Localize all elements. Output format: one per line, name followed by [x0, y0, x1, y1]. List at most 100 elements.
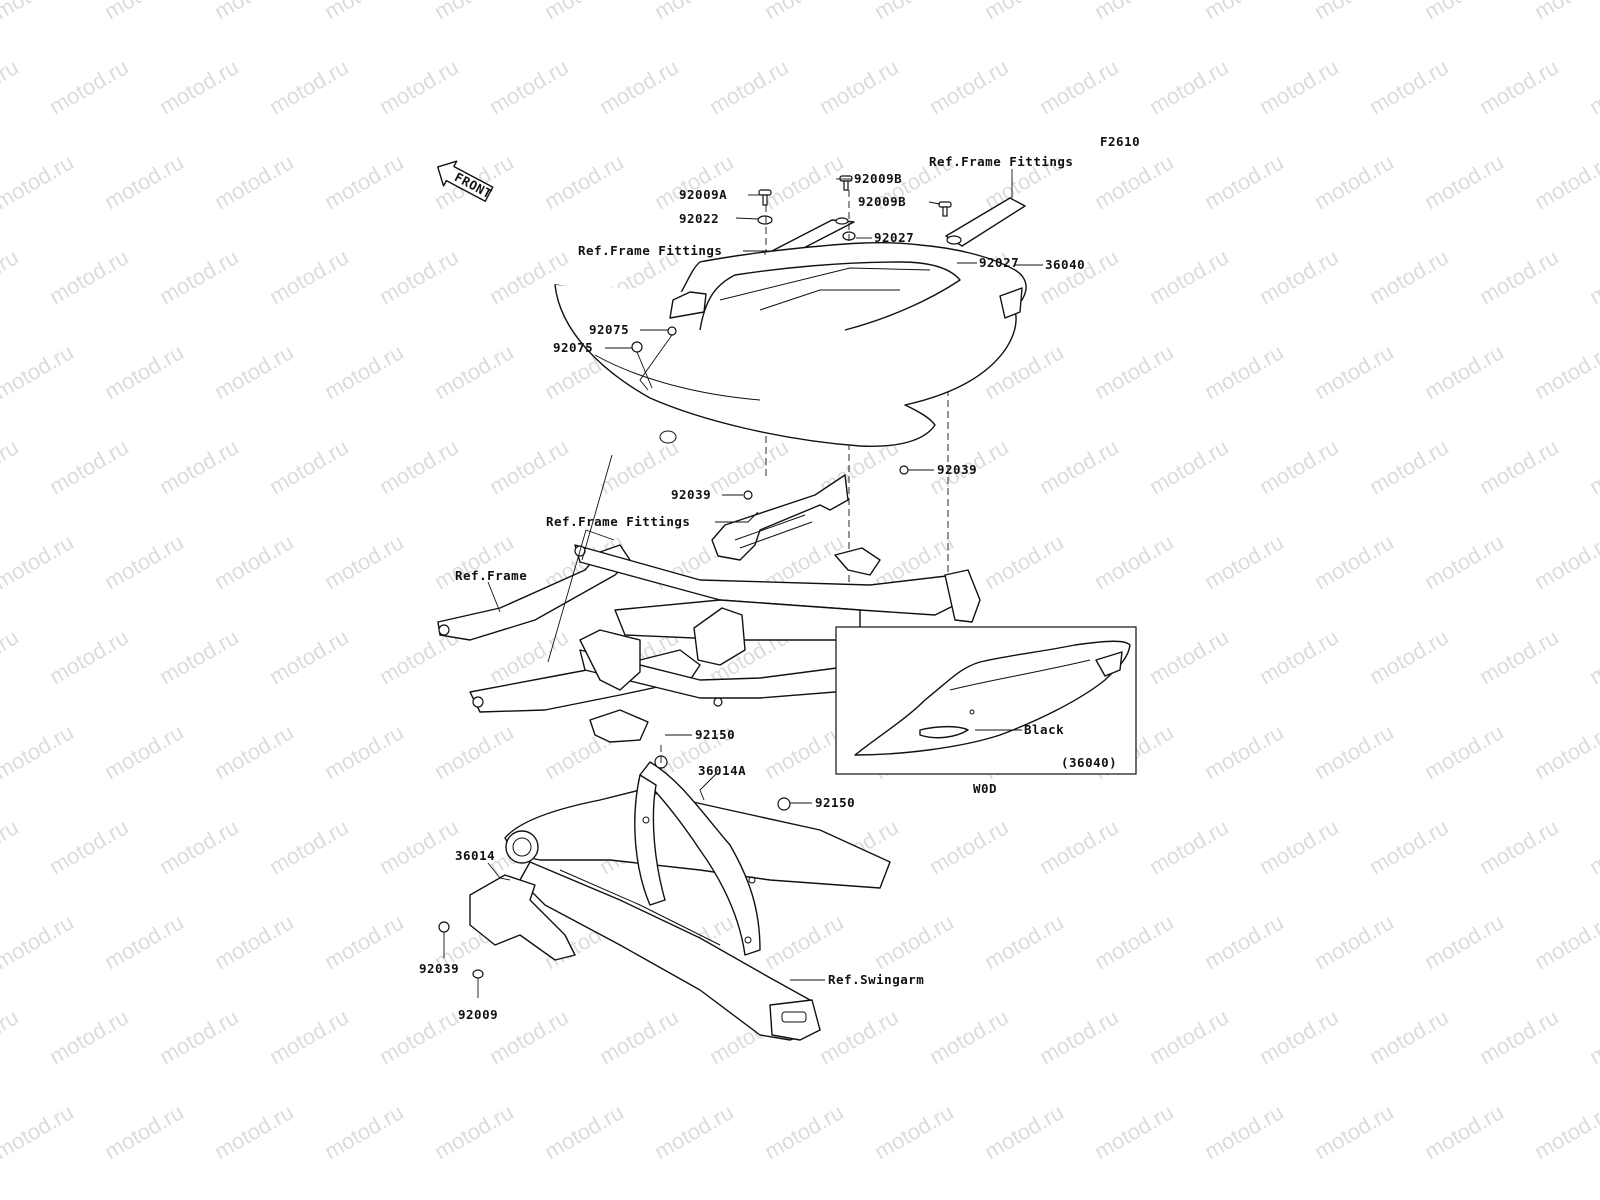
watermark-text: motod.ru — [540, 0, 628, 24]
watermark-text: motod.ru — [980, 0, 1068, 24]
watermark-text: motod.ru — [1090, 1099, 1178, 1164]
watermark-text: motod.ru — [0, 434, 23, 499]
watermark-text: motod.ru — [155, 1004, 243, 1069]
watermark-text: motod.ru — [760, 909, 848, 974]
watermark-text: motod.ru — [210, 149, 298, 214]
label-ref-frame-fittings-top: Ref.Frame Fittings — [929, 154, 1073, 169]
watermark-text: motod.ru — [1090, 0, 1178, 24]
watermark-text: motod.ru — [1475, 244, 1563, 309]
watermark-text: motod.ru — [1475, 814, 1563, 879]
watermark-text: motod.ru — [595, 434, 683, 499]
watermark-text: motod.ru — [1035, 244, 1123, 309]
watermark-text: motod.ru — [1475, 54, 1563, 119]
bolt-92150-2-icon — [777, 797, 791, 811]
watermark-text: motod.ru — [320, 149, 408, 214]
watermark-text: motod.ru — [320, 0, 408, 24]
watermark-text: motod.ru — [595, 54, 683, 119]
watermark-text: motod.ru — [1530, 0, 1600, 24]
watermark-text: motod.ru — [1145, 624, 1233, 689]
watermark-text: motod.ru — [1420, 1099, 1508, 1164]
watermark-text: motod.ru — [100, 719, 188, 784]
watermark-text: motod.ru — [760, 719, 848, 784]
grommet-92075-1-icon — [667, 326, 677, 336]
label-92039-lower: 92039 — [419, 961, 459, 976]
watermark-text: motod.ru — [1200, 149, 1288, 214]
watermark-text: motod.ru — [0, 1004, 23, 1069]
watermark-text: motod.ru — [265, 54, 353, 119]
chain-guard-36014 — [438, 874, 576, 979]
watermark-text: motod.ru — [1585, 814, 1600, 879]
watermark-text: motod.ru — [0, 814, 23, 879]
watermark-text: motod.ru — [540, 149, 628, 214]
watermark-text: motod.ru — [265, 1004, 353, 1069]
label-ref-swingarm: Ref.Swingarm — [828, 972, 924, 987]
watermark-text: motod.ru — [320, 339, 408, 404]
watermark-text: motod.ru — [925, 54, 1013, 119]
watermark-text: motod.ru — [210, 1099, 298, 1164]
watermark-text: motod.ru — [265, 244, 353, 309]
watermark-text: motod.ru — [155, 624, 243, 689]
bolt-92009B-right-icon — [938, 201, 952, 217]
watermark-text: motod.ru — [925, 1004, 1013, 1069]
watermark-text: motod.ru — [210, 339, 298, 404]
label-92150-upper: 92150 — [695, 727, 735, 742]
watermark-text: motod.ru — [1255, 1004, 1343, 1069]
watermark-text: motod.ru — [430, 529, 518, 594]
watermark-text: motod.ru — [1585, 434, 1600, 499]
watermark-text: motod.ru — [1530, 909, 1600, 974]
watermark-text: motod.ru — [1475, 624, 1563, 689]
watermark-text: motod.ru — [1420, 529, 1508, 594]
watermark-text: motod.ru — [1530, 1099, 1600, 1164]
watermark-text: motod.ru — [1365, 244, 1453, 309]
label-ref-frame-fittings-mid: Ref.Frame Fittings — [546, 514, 690, 529]
watermark-text: motod.ru — [815, 1004, 903, 1069]
watermark-text: motod.ru — [1145, 434, 1233, 499]
watermark-text: motod.ru — [0, 339, 78, 404]
watermark-text: motod.ru — [1255, 814, 1343, 879]
watermark-text: motod.ru — [100, 0, 188, 24]
chain-cover-36014A — [634, 745, 791, 956]
watermark-text: motod.ru — [485, 1004, 573, 1069]
watermark-text: motod.ru — [1145, 1004, 1233, 1069]
watermark-text: motod.ru — [0, 54, 23, 119]
label-ref-frame: Ref.Frame — [455, 568, 527, 583]
seat-bracket — [711, 465, 909, 561]
label-92027-right: 92027 — [979, 255, 1019, 270]
watermark-text: motod.ru — [1200, 719, 1288, 784]
watermark-text: motod.ru — [1200, 909, 1288, 974]
watermark-text: motod.ru — [1310, 909, 1398, 974]
watermark-text: motod.ru — [1200, 339, 1288, 404]
watermark-text: motod.ru — [1145, 54, 1233, 119]
watermark-text: motod.ru — [265, 624, 353, 689]
bolt-92009A-icon — [758, 189, 772, 206]
watermark-text: motod.ru — [1585, 244, 1600, 309]
leader-lines — [443, 169, 1043, 998]
watermark-text: motod.ru — [1365, 814, 1453, 879]
watermark-text: motod.ru — [485, 434, 573, 499]
watermark-text: motod.ru — [155, 814, 243, 879]
bolt-92039-right-icon — [899, 465, 909, 475]
label-36014A: 36014A — [698, 763, 746, 778]
watermark-text: motod.ru — [980, 909, 1068, 974]
label-92039-right: 92039 — [937, 462, 977, 477]
watermark-text: motod.ru — [1145, 244, 1233, 309]
watermark-text: motod.ru — [1090, 909, 1178, 974]
watermark-text: motod.ru — [430, 0, 518, 24]
watermark-text: motod.ru — [375, 1004, 463, 1069]
watermark-text: motod.ru — [705, 54, 793, 119]
label-92009B-right: 92009B — [858, 194, 906, 209]
watermark-text: motod.ru — [980, 529, 1068, 594]
watermark-text: motod.ru — [375, 814, 463, 879]
label-92075-upper: 92075 — [589, 322, 629, 337]
watermark-text: motod.ru — [1145, 814, 1233, 879]
label-36014: 36014 — [455, 848, 495, 863]
label-92009: 92009 — [458, 1007, 498, 1022]
label-w0d: W0D — [973, 781, 997, 796]
watermark-text: motod.ru — [1200, 0, 1288, 24]
watermark-text: motod.ru — [1310, 1099, 1398, 1164]
watermark-text: motod.ru — [650, 149, 738, 214]
watermark-text: motod.ru — [1365, 54, 1453, 119]
watermark-text: motod.ru — [155, 244, 243, 309]
watermark-text: motod.ru — [1200, 1099, 1288, 1164]
